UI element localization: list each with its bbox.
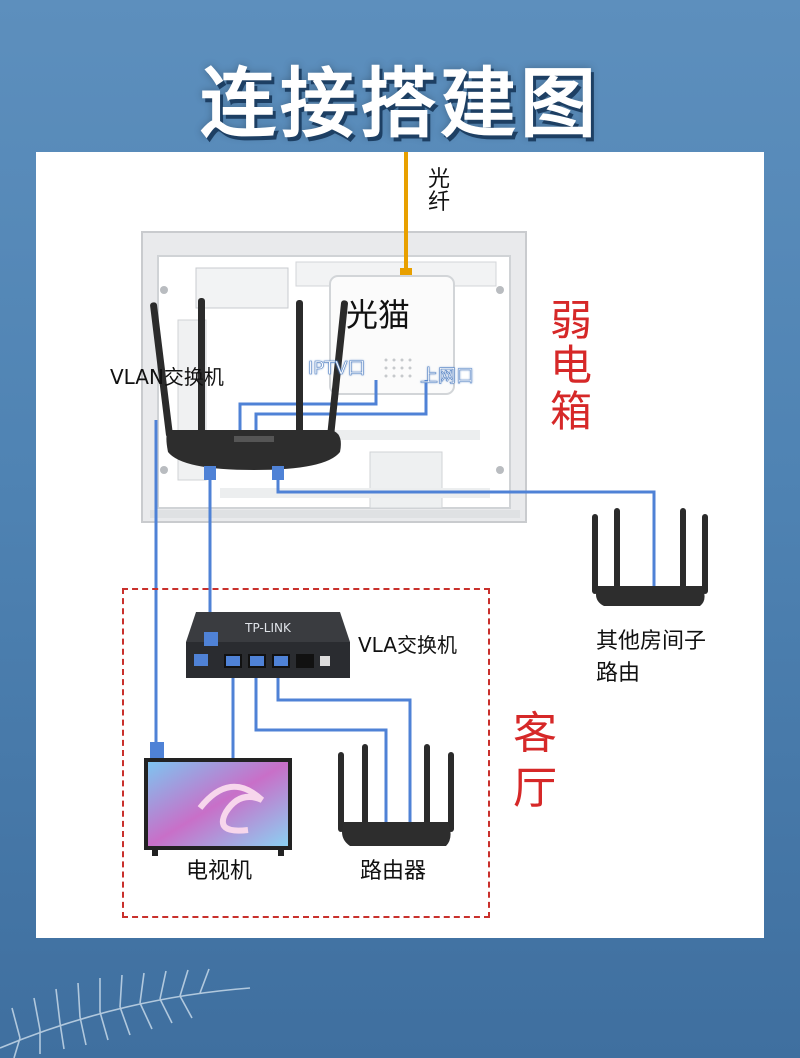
vlan-switch-label: VLAN交换机: [110, 365, 224, 389]
switch-brand-text: TP-LINK: [244, 621, 292, 635]
other-room-router-label: 其他房间子路由: [596, 629, 707, 686]
vlan-switch-router: [150, 298, 348, 480]
television: [144, 758, 292, 856]
tplink-switch: [186, 612, 350, 678]
iptv-port-label: IPTV口: [308, 358, 366, 380]
weak-box-label: 弱电箱: [549, 296, 592, 436]
optical-modem: [329, 275, 455, 395]
wan-port-label: 上网口: [420, 366, 475, 388]
pine-leaf-decoration: [0, 968, 251, 1058]
page-title: 连接搭建图: [200, 59, 600, 148]
modem-label: 光猫: [346, 296, 411, 334]
vla-switch-label: VLA交换机: [358, 633, 457, 657]
other-room-router: [592, 508, 708, 606]
fiber-label: 光纤: [428, 167, 451, 216]
router-label: 路由器: [360, 859, 427, 884]
fiber-connector: [400, 268, 412, 278]
tv-label: 电视机: [186, 859, 253, 884]
living-room-label: 客厅: [513, 708, 557, 814]
living-room-zone: [122, 588, 490, 918]
ethernet-cables: [154, 380, 656, 822]
living-room-router: [338, 744, 454, 846]
